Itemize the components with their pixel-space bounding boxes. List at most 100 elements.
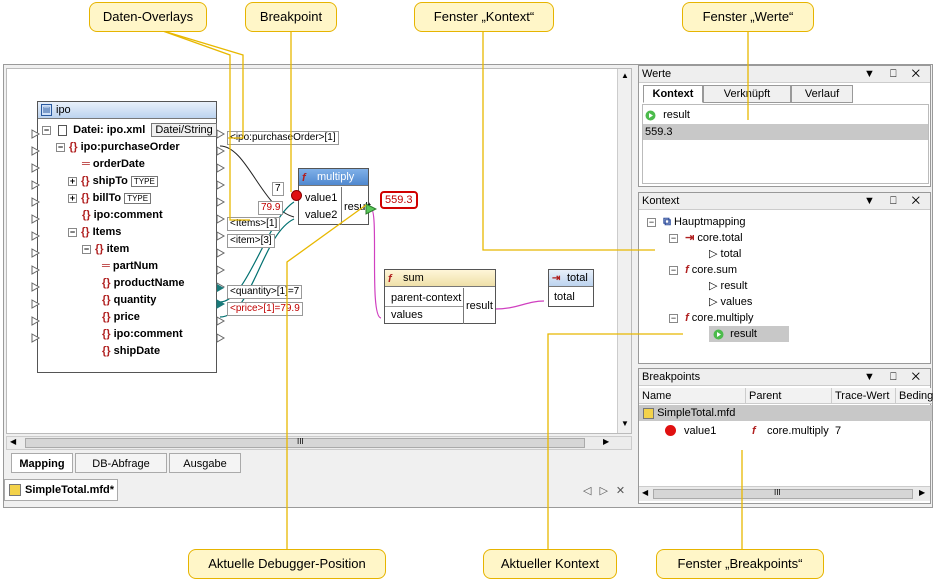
tab-db-abfrage[interactable]: DB-Abfrage [75, 453, 167, 473]
node-item-comment[interactable]: {} ipo:comment [102, 326, 183, 343]
type-badge[interactable]: TYPE [124, 193, 152, 204]
tab-werte-verknuepft[interactable]: Verknüpft [703, 85, 791, 103]
kontext-sum-result[interactable]: ▷ result [709, 278, 747, 294]
col-trace[interactable]: Trace-Wert [835, 390, 890, 402]
breakpoint-icon[interactable] [291, 190, 302, 201]
collapse-icon[interactable]: − [647, 216, 656, 227]
ipo-title: ipo [56, 104, 71, 116]
sum-parent-context[interactable]: parent-context [391, 292, 462, 304]
quantity-port[interactable] [216, 283, 226, 293]
kontext-total-port[interactable]: ▷ total [709, 246, 741, 262]
divider [385, 306, 463, 307]
scroll-up-icon[interactable]: ▲ [621, 71, 629, 80]
kontext-title: Kontext [642, 195, 680, 207]
sum-header[interactable]: f sum [385, 270, 495, 287]
overlay-quantity: <quantity>[1]=7 [227, 285, 303, 299]
scroll-right-icon[interactable]: ▶ [603, 437, 610, 446]
panel-buttons[interactable]: ▼ ⎕ ✕ [864, 371, 926, 383]
scroll-right-icon[interactable]: ▶ [919, 488, 926, 497]
node-quantity[interactable]: {} quantity [102, 292, 156, 309]
collapse-icon[interactable]: − [42, 124, 51, 135]
sum-function[interactable]: f sum parent-context values result [384, 269, 496, 324]
kontext-port-label: result [730, 328, 757, 340]
kontext-core-multiply[interactable]: − f core.multiply [669, 310, 754, 326]
function-icon: f [752, 425, 756, 437]
col-name[interactable]: Name [642, 390, 672, 402]
multiply-value1[interactable]: value1 [305, 192, 338, 204]
total-output[interactable]: ⇥ total total [548, 269, 594, 307]
kontext-root[interactable]: − ⧉ Hauptmapping [647, 214, 746, 230]
kontext-item-label: core.sum [691, 264, 738, 276]
node-part-num[interactable]: ═ partNum [102, 258, 158, 275]
node-product-name[interactable]: {} productName [102, 275, 185, 292]
scroll-grip: III [297, 437, 304, 446]
total-title: total [567, 272, 588, 284]
werte-title-bar: Werte ▼ ⎕ ✕ [639, 66, 930, 83]
ipo-component[interactable]: ▤ ipo − Datei: ipo.xml Datei/String −{} … [37, 101, 217, 373]
multiply-header[interactable]: f multiply [299, 169, 368, 186]
scroll-down-icon[interactable]: ▼ [621, 419, 629, 428]
multiply-function[interactable]: f multiply value1 value2 result [298, 168, 371, 225]
total-input[interactable]: total [554, 291, 575, 303]
scroll-left-icon[interactable]: ◀ [10, 437, 17, 446]
file-row[interactable]: − Datei: ipo.xml Datei/String [42, 122, 217, 139]
collapse-icon[interactable]: − [68, 226, 77, 237]
ipo-component-header[interactable]: ▤ ipo [38, 102, 216, 119]
werte-result-row[interactable]: result [645, 107, 690, 123]
scroll-left-icon[interactable]: ◀ [642, 488, 649, 497]
tab-werte-kontext[interactable]: Kontext [643, 85, 703, 103]
sum-values[interactable]: values [391, 309, 423, 321]
breakpoint-name: value1 [684, 425, 717, 437]
col-parent[interactable]: Parent [749, 390, 782, 402]
collapse-icon[interactable]: − [669, 232, 678, 243]
expand-icon[interactable]: + [68, 175, 77, 186]
kontext-core-total[interactable]: − ⇥ core.total [669, 230, 743, 246]
breakpoints-file-row[interactable]: SimpleTotal.mfd [639, 405, 932, 421]
node-bill-to[interactable]: +{} billTo TYPE [68, 190, 152, 207]
werte-value-row[interactable]: 559.3 [643, 124, 928, 140]
panel-buttons[interactable]: ▼ ⎕ ✕ [864, 68, 926, 80]
tab-mapping[interactable]: Mapping [11, 453, 73, 473]
tab-ausgabe[interactable]: Ausgabe [169, 453, 241, 473]
node-item[interactable]: −{} item [82, 241, 129, 258]
mapping-canvas[interactable]: ▲ ▼ ▤ ipo − Datei: ipo.xml Datei/String … [6, 68, 632, 434]
scroll-thumb[interactable] [653, 489, 913, 499]
mapping-file-icon [9, 484, 21, 496]
ipo-output-ports[interactable] [216, 129, 226, 359]
document-tab[interactable]: SimpleTotal.mfd* [4, 479, 118, 501]
total-header[interactable]: ⇥ total [549, 270, 593, 287]
collapse-icon[interactable]: − [82, 243, 91, 254]
node-items[interactable]: −{} Items [68, 224, 121, 241]
multiply-value2[interactable]: value2 [305, 209, 338, 221]
panel-buttons[interactable]: ▼ ⎕ ✕ [864, 195, 926, 207]
col-bedingung[interactable]: Beding [899, 390, 934, 402]
ipo-input-ports[interactable] [31, 129, 41, 359]
node-ship-to[interactable]: +{} shipTo TYPE [68, 173, 158, 190]
play-icon [645, 110, 656, 121]
kontext-multiply-result[interactable]: result [709, 326, 789, 342]
node-price[interactable]: {} price [102, 309, 140, 326]
collapse-icon[interactable]: − [669, 264, 678, 275]
kontext-sum-values[interactable]: ▷ values [709, 294, 752, 310]
element-icon: {} [81, 175, 90, 187]
document-nav[interactable]: ◁▷✕ [583, 485, 634, 497]
breakpoints-scrollbar[interactable]: ◀ III ▶ [639, 486, 930, 501]
canvas-vertical-scrollbar[interactable]: ▲ ▼ [617, 69, 631, 433]
scroll-thumb[interactable] [25, 438, 585, 448]
canvas-scrollbar[interactable]: ◀ III ▶ [6, 436, 632, 450]
sum-result[interactable]: result [466, 300, 493, 312]
breakpoint-row[interactable]: value1 f core.multiply 7 [639, 423, 932, 439]
type-badge[interactable]: TYPE [130, 176, 158, 187]
file-string-button[interactable]: Datei/String [151, 123, 217, 137]
kontext-core-sum[interactable]: − f core.sum [669, 262, 737, 278]
tab-werte-verlauf[interactable]: Verlauf [791, 85, 853, 103]
node-ipo-comment[interactable]: {} ipo:comment [82, 207, 163, 224]
divider [341, 187, 342, 225]
collapse-icon[interactable]: − [669, 312, 678, 323]
expand-icon[interactable]: + [68, 192, 77, 203]
collapse-icon[interactable]: − [56, 141, 65, 152]
node-ship-date[interactable]: {} shipDate [102, 343, 160, 360]
node-purchase-order[interactable]: −{} ipo:purchaseOrder [56, 139, 180, 156]
node-order-date[interactable]: ═ orderDate [82, 156, 145, 173]
callout-daten-overlays: Daten-Overlays [89, 2, 207, 32]
